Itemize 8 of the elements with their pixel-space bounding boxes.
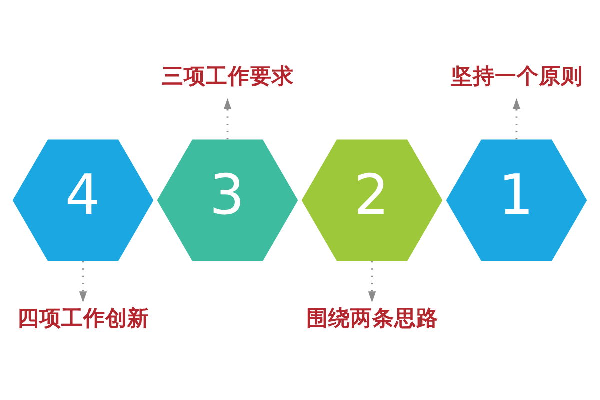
node-text: 三项工作要求	[162, 64, 294, 90]
arrow	[79, 260, 88, 302]
node-text: 围绕两条思路	[306, 306, 439, 332]
arrow	[368, 260, 376, 302]
arrow	[512, 98, 521, 140]
arrow	[224, 98, 232, 140]
node-text: 四项工作创新	[18, 306, 150, 332]
node-text: 坚持一个原则	[451, 64, 584, 90]
